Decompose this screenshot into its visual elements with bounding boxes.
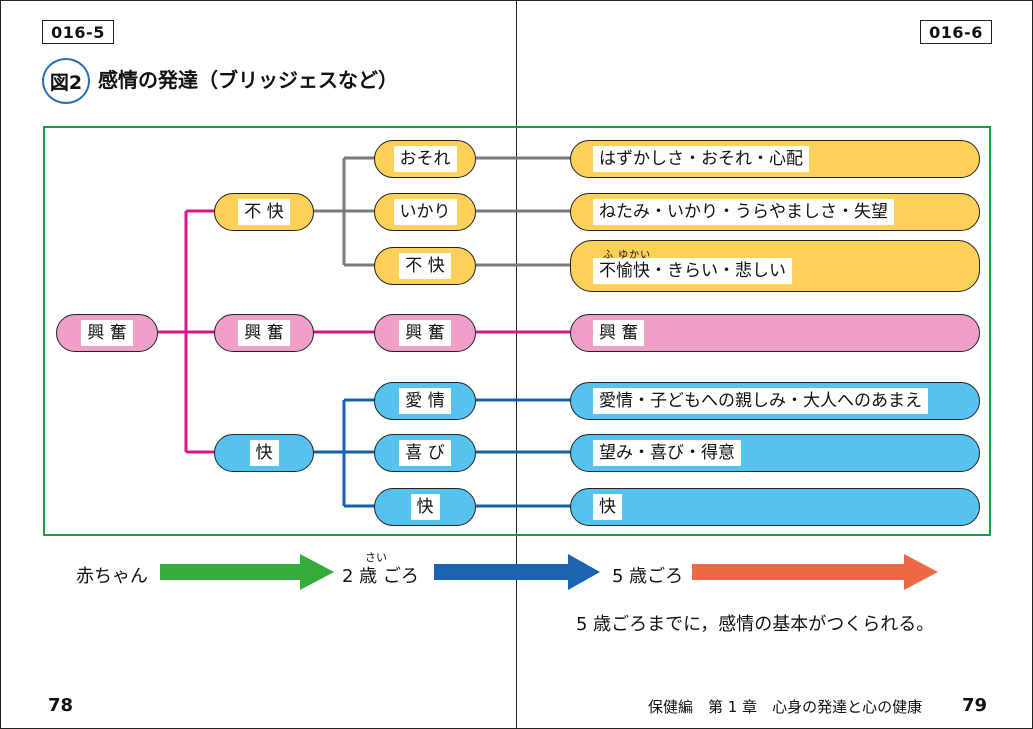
page-number-left: 78 <box>48 695 74 716</box>
node-l2-unpleasant: 不 快 <box>374 247 476 285</box>
node-l2-anger: いかり <box>374 193 476 231</box>
node-l2-pleasant: 快 <box>374 488 476 526</box>
node-label: 不 快 <box>399 253 451 279</box>
timeline-age2-ruby: さい <box>365 551 387 564</box>
node-label: いかり <box>393 199 457 225</box>
node-l3-hope-joy-pride: 望み・喜び・得意 <box>570 434 980 472</box>
furigana: ふ ゆかい <box>603 250 652 261</box>
gutter-line <box>516 0 517 729</box>
arrow-blue-icon <box>434 554 600 590</box>
timeline-age2: 2 歳 ごろ <box>342 566 419 587</box>
page-number-right: 79 <box>962 695 988 716</box>
caption-note: 5 歳ごろまでに，感情の基本がつくられる。 <box>576 614 935 635</box>
node-label: 興 奮 <box>81 320 133 346</box>
node-l2-joy: 喜 び <box>374 434 476 472</box>
node-label: 快 <box>593 494 622 520</box>
running-head: 保健編 第 1 章 心身の発達と心の健康 <box>648 698 923 716</box>
node-label: 不 快 <box>238 199 290 225</box>
node-root-excitement: 興 奮 <box>56 314 158 352</box>
figure-number-badge: 図2 <box>42 58 90 104</box>
node-l3-jealousy-anger: ねたみ・いかり・うらやましさ・失望 <box>570 193 980 231</box>
node-label: 快 <box>249 440 279 466</box>
node-label: 愛 情 <box>399 388 451 414</box>
node-l3-pleasant: 快 <box>570 488 980 526</box>
arrow-orange-icon <box>692 554 938 590</box>
node-label: 興 奮 <box>593 320 645 346</box>
node-l3-shame-fear-worry: はずかしさ・おそれ・心配 <box>570 140 980 178</box>
node-l1-excitement: 興 奮 <box>214 314 314 352</box>
timeline-age5: 5 歳ごろ <box>612 566 684 587</box>
figure-title: 感情の発達（ブリッジェスなど） <box>98 68 398 92</box>
node-label: ねたみ・いかり・うらやましさ・失望 <box>593 199 894 225</box>
node-l3-displeasure-dislike-sad: ふ ゆかい 不愉快・きらい・悲しい <box>570 240 980 292</box>
node-label: 喜 び <box>399 440 451 466</box>
timeline-baby: 赤ちゃん <box>76 566 148 587</box>
node-label: 興 奮 <box>399 320 451 346</box>
node-l1-unpleasant: 不 快 <box>214 193 314 231</box>
diagram-frame <box>43 126 991 536</box>
node-l3-affection: 愛情・子どもへの親しみ・大人へのあまえ <box>570 382 980 420</box>
arrow-green-icon <box>160 554 334 590</box>
page-id-right: 016-6 <box>920 20 992 44</box>
node-l2-fear: おそれ <box>374 140 476 178</box>
node-l1-pleasant: 快 <box>214 434 314 472</box>
node-label: 快 <box>410 494 440 520</box>
node-l2-excitement: 興 奮 <box>374 314 476 352</box>
node-label: おそれ <box>393 146 457 172</box>
node-label: 興 奮 <box>238 320 290 346</box>
node-label: 不愉快・きらい・悲しい <box>593 258 792 284</box>
node-l3-excitement: 興 奮 <box>570 314 980 352</box>
node-l2-affection: 愛 情 <box>374 382 476 420</box>
node-label: 望み・喜び・得意 <box>593 440 741 466</box>
node-label: 愛情・子どもへの親しみ・大人へのあまえ <box>593 388 928 414</box>
page-id-left: 016-5 <box>42 20 114 44</box>
node-label: はずかしさ・おそれ・心配 <box>593 146 809 172</box>
